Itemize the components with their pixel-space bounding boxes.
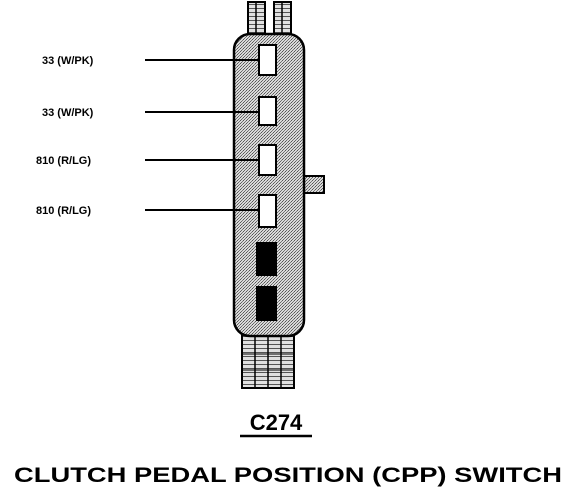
top-wire-stubs [247,1,292,39]
pin-label-1: 33 (W/PK) [42,55,94,67]
cavity-5 [256,242,277,276]
cavity-6 [256,286,277,321]
cavity-4 [258,194,277,228]
pin-label-3: 810 (R/LG) [36,155,91,167]
cavity-3 [258,144,277,176]
terminal-cavities [256,44,277,321]
cavity-2 [258,96,277,126]
circuit-labels: 33 (W/PK) 33 (W/PK) 810 (R/LG) 810 (R/LG… [36,55,94,217]
bottom-wire-bundle [241,329,295,389]
pin-label-4: 810 (R/LG) [36,205,91,217]
connector-id: C274 [250,410,303,435]
leader-lines [145,59,260,211]
connector-body [232,32,306,338]
cavity-1 [258,44,277,76]
pin-label-2: 33 (W/PK) [42,107,94,119]
component-name: CLUTCH PEDAL POSITION (CPP) SWITCH [14,464,562,487]
